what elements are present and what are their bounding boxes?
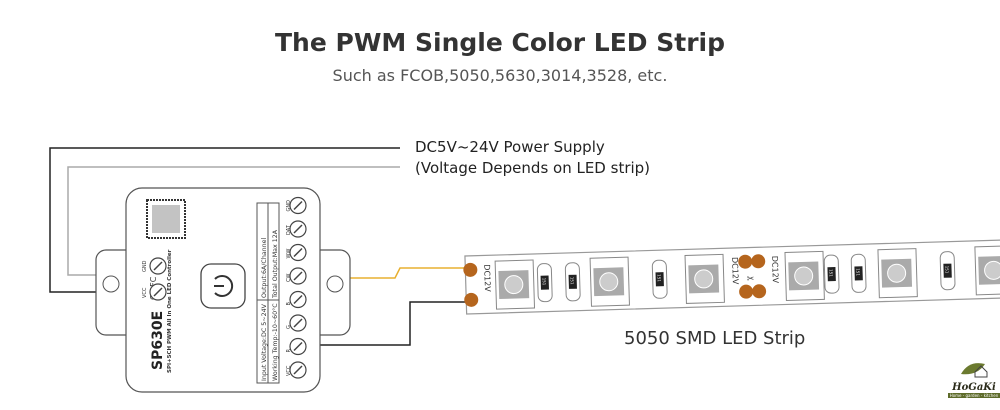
terminal-screw-slot bbox=[293, 318, 303, 328]
led-lens bbox=[887, 263, 907, 283]
resistor bbox=[943, 263, 952, 278]
led-lens bbox=[599, 272, 619, 292]
terminal-label: VCC bbox=[142, 287, 148, 298]
terminal-label: CW bbox=[286, 274, 292, 282]
solder-pad bbox=[751, 254, 766, 269]
terminal-label: GND bbox=[142, 260, 148, 272]
spec-total-output: Total Output:Max 12A bbox=[272, 229, 279, 299]
resistor bbox=[568, 274, 577, 289]
terminal-label: WW bbox=[286, 249, 292, 259]
scissors-icon: ✂ bbox=[747, 274, 755, 284]
resistor-label: 151 bbox=[542, 278, 547, 286]
terminal-label: B bbox=[286, 302, 292, 306]
page-subtitle: Such as FCOB,5050,5630,3014,3528, etc. bbox=[332, 66, 668, 85]
resistor bbox=[655, 272, 664, 287]
terminal-label: G bbox=[286, 325, 292, 329]
resistor bbox=[540, 275, 549, 290]
spec-working-temp: Working Temp:-10~60°C bbox=[271, 303, 279, 381]
led-lens bbox=[504, 275, 524, 295]
voltage-label: DC12V bbox=[770, 256, 780, 284]
model-description: SPI+5CH PWM All In One LED Controller bbox=[167, 249, 173, 373]
terminal-screw-slot bbox=[293, 200, 303, 211]
spec-input-voltage: Input Voltage:DC 5~24V bbox=[261, 303, 268, 381]
terminal-screw-slot bbox=[293, 271, 303, 281]
power-icon bbox=[214, 275, 234, 297]
resistor-label: 151 bbox=[570, 277, 575, 285]
terminal-screw-slot bbox=[293, 294, 303, 305]
terminal-label: GND bbox=[286, 200, 292, 212]
spec-output: Output:6A/Channel bbox=[261, 237, 268, 298]
controller: Input Voltage:DC 5~24V Output:6A/Channel… bbox=[95, 187, 351, 393]
terminal-screw-slot bbox=[293, 224, 303, 234]
power-supply-voltage: DC5V~24V Power Supply bbox=[415, 138, 605, 156]
led-lens bbox=[984, 260, 1000, 280]
solder-pad bbox=[752, 284, 767, 299]
led-lens bbox=[794, 266, 814, 286]
resistor-label: 151 bbox=[657, 274, 662, 282]
solder-pad bbox=[739, 284, 754, 299]
led-lens bbox=[694, 269, 714, 289]
hogaki-logo: HoGaKi Home - garden - kitchen bbox=[948, 360, 1000, 398]
resistor-label: 151 bbox=[855, 268, 860, 276]
power-supply-label: DC5V~24V Power Supply (Voltage Depends o… bbox=[415, 137, 650, 179]
terminal-screw-slot bbox=[293, 247, 303, 258]
vcc-wire-black bbox=[300, 301, 470, 346]
voltage-label: DC12V bbox=[730, 257, 740, 285]
power-supply-note: (Voltage Depends on LED strip) bbox=[415, 159, 651, 177]
terminal-screw-slot bbox=[153, 287, 163, 297]
solder-pad bbox=[738, 254, 753, 269]
resistor bbox=[827, 267, 836, 282]
voltage-label: DC12V bbox=[482, 264, 492, 292]
terminal-screw-slot bbox=[293, 341, 303, 352]
resistor bbox=[854, 266, 863, 281]
strip-label: 5050 SMD LED Strip bbox=[624, 328, 806, 349]
solder-pad bbox=[464, 292, 479, 307]
resistor-label: 151 bbox=[828, 269, 833, 277]
solder-pad bbox=[463, 262, 478, 277]
power-wire-black bbox=[49, 147, 400, 293]
terminal-screw-slot bbox=[293, 365, 303, 375]
resistor-label: 151 bbox=[944, 266, 949, 274]
page-title: The PWM Single Color LED Strip bbox=[275, 28, 725, 57]
led-strip: DC12V 151 151 151 DC12V ✂ DC12V 151 151 151 bbox=[463, 238, 1000, 315]
leaf-house-icon bbox=[961, 363, 988, 378]
terminal-screw-slot bbox=[153, 261, 163, 271]
terminal-label: DAT bbox=[286, 224, 292, 235]
terminal-label: R bbox=[286, 349, 292, 353]
terminal-label: VCC bbox=[286, 365, 292, 376]
model-name: SP630E bbox=[150, 311, 166, 370]
